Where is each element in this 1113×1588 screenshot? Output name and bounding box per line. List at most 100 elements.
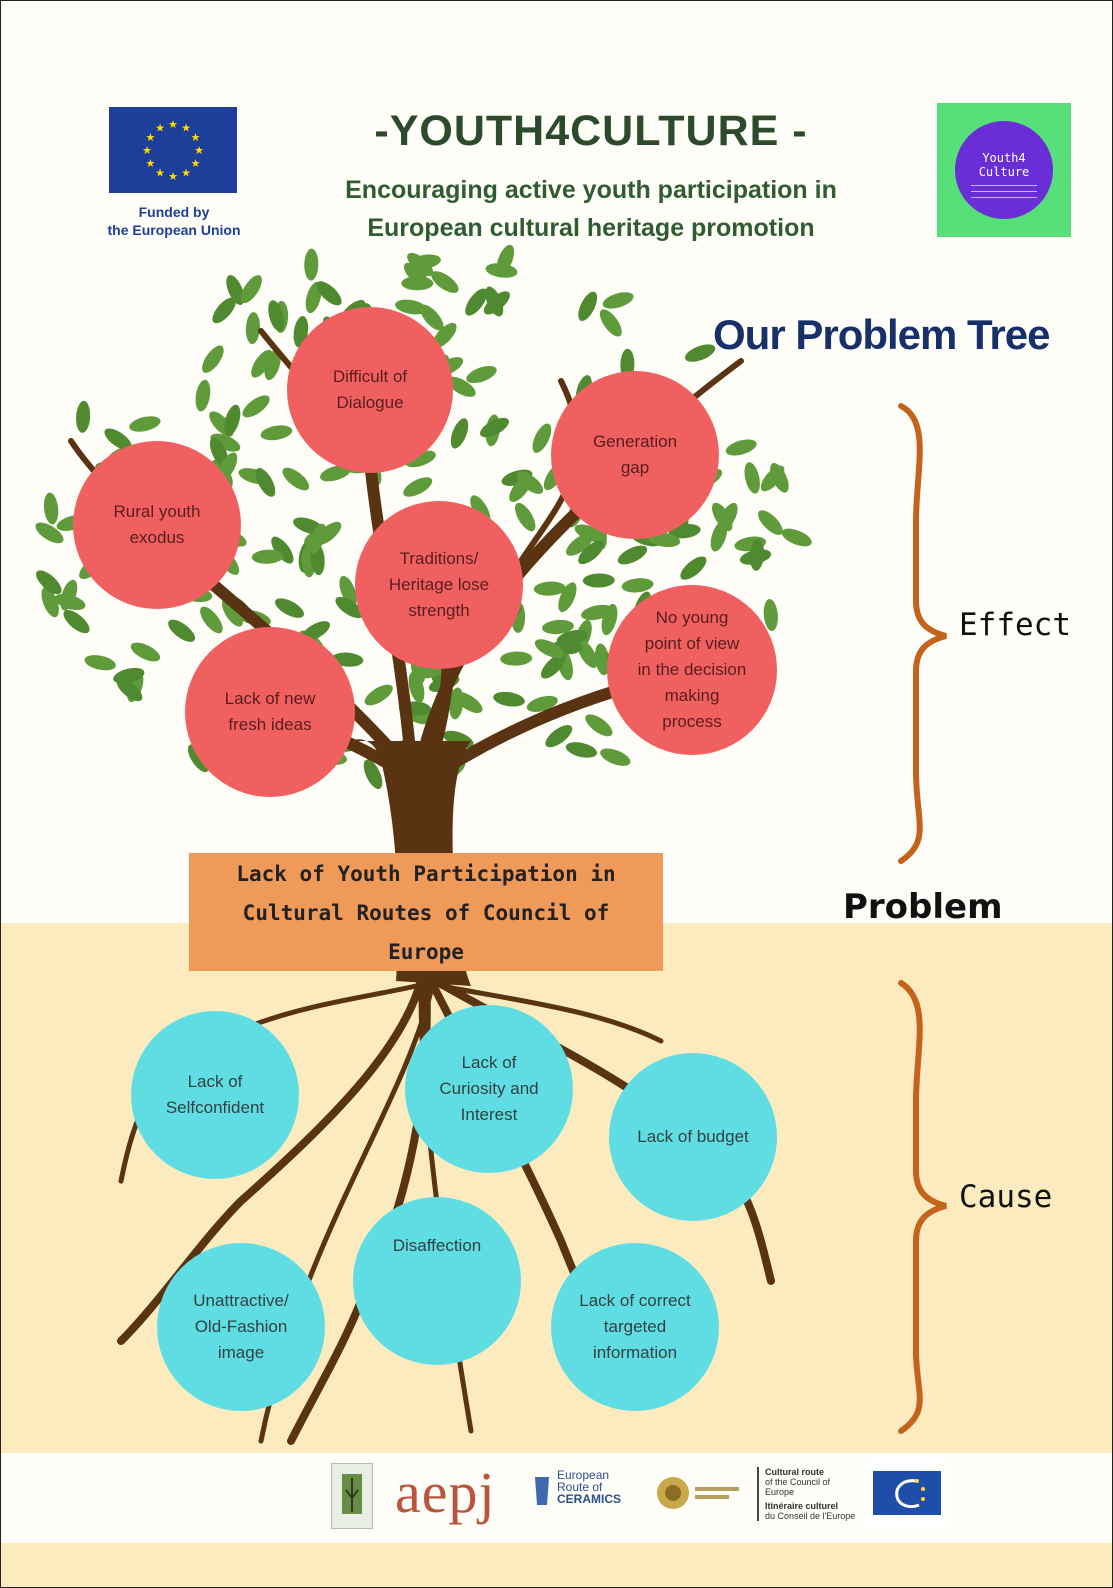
eu-star-icon: ★ (191, 157, 201, 170)
leaf (449, 687, 464, 720)
leaf (251, 349, 273, 378)
eu-star-icon: ★ (168, 170, 178, 183)
ceramics-logo-line-2: Route of (557, 1480, 603, 1494)
youth4culture-logo-text: Youth4 Culture (978, 151, 1030, 179)
leaf (680, 556, 707, 580)
leaf (268, 300, 285, 332)
leaf (395, 299, 427, 315)
leaf (76, 400, 91, 433)
problem-line-2: Cultural Routes of Council of (242, 901, 610, 925)
leaf (408, 671, 425, 703)
leaf (104, 428, 132, 451)
leaf (407, 252, 434, 277)
subtitle-line-2: European cultural heritage promotion (367, 214, 815, 242)
eu-star-icon: ★ (181, 121, 191, 134)
cause-node: Disaffection (353, 1197, 521, 1365)
leaf (515, 502, 536, 532)
leaf (485, 286, 504, 317)
leaf (749, 538, 765, 571)
eu-star-icon: ★ (155, 121, 165, 134)
leaf (271, 536, 294, 564)
leaf (43, 492, 59, 525)
leaf (465, 288, 488, 316)
leaf (403, 477, 433, 497)
eu-flag-logo: ★★★★★★★★★★★★ (109, 107, 237, 193)
eu-stars-icon: ★★★★★★★★★★★★ (142, 118, 204, 183)
leaf (316, 281, 342, 306)
logo-fine-print-line (971, 185, 1037, 186)
leaf (493, 691, 525, 707)
leaf (516, 471, 544, 494)
cause-node: Lack of budget (609, 1053, 777, 1221)
leaf (282, 467, 310, 491)
leaf (758, 510, 783, 535)
coe-emblem-icon (895, 1479, 925, 1509)
leaf (599, 309, 622, 337)
leaf (245, 312, 260, 345)
leaf (84, 655, 116, 671)
cause-bracket (898, 980, 947, 1434)
route-emblem-logo (653, 1471, 743, 1515)
leaf (224, 404, 241, 436)
leaf (582, 573, 615, 588)
youth4culture-logo: Youth4 Culture (937, 103, 1071, 237)
leaf (420, 304, 444, 331)
leaf (255, 468, 276, 497)
leaf (558, 582, 577, 613)
leaf (363, 759, 383, 789)
bottom-band (1, 1543, 1112, 1587)
leaf (60, 579, 78, 611)
leaf (466, 365, 497, 384)
council-of-europe-logo (865, 1459, 949, 1529)
leaf (540, 653, 566, 679)
leaf (130, 642, 161, 662)
leaf (226, 275, 245, 305)
leaf (335, 596, 364, 619)
leaf (594, 643, 610, 676)
leaf (684, 344, 716, 362)
problem-label: Problem (843, 887, 1003, 927)
leaf (129, 416, 161, 432)
leaf (210, 433, 241, 452)
coe-route-line-4: du Conseil de l'Europe (765, 1511, 856, 1521)
ceramics-icon (535, 1477, 549, 1505)
leaf (320, 465, 351, 482)
effect-label: Effect (959, 607, 1071, 643)
leaf (242, 395, 270, 418)
leaf (202, 345, 224, 373)
leaf (760, 465, 785, 492)
eu-star-icon: ★ (168, 118, 178, 131)
leaf (41, 586, 59, 618)
heritage-route-logo (331, 1463, 373, 1529)
leaf (533, 581, 566, 596)
leaf (542, 619, 574, 635)
leaf (532, 423, 552, 453)
tree-logo-icon (342, 1474, 362, 1514)
leaf (274, 598, 305, 618)
root (438, 983, 664, 1044)
coe-route-line-1: Cultural route (765, 1467, 825, 1477)
eu-star-icon: ★ (181, 167, 191, 180)
leaf (578, 291, 598, 322)
eu-star-icon: ★ (194, 144, 204, 157)
coe-route-line-2: of the Council of Europe (765, 1477, 831, 1497)
eu-caption-line-2: the European Union (107, 222, 241, 238)
youth4culture-logo-circle: Youth4 Culture (955, 121, 1053, 219)
leaf (200, 606, 223, 634)
leaf (364, 684, 393, 706)
core-problem-box: Lack of Youth Participation in Cultural … (189, 853, 663, 971)
project-subtitle: Encouraging active youth participation i… (291, 171, 891, 247)
coe-flag-icon (873, 1471, 941, 1515)
leaf (36, 570, 62, 595)
leaf (251, 549, 284, 564)
leaf (585, 714, 613, 737)
problem-line-1: Lack of Youth Participation in (236, 862, 616, 886)
